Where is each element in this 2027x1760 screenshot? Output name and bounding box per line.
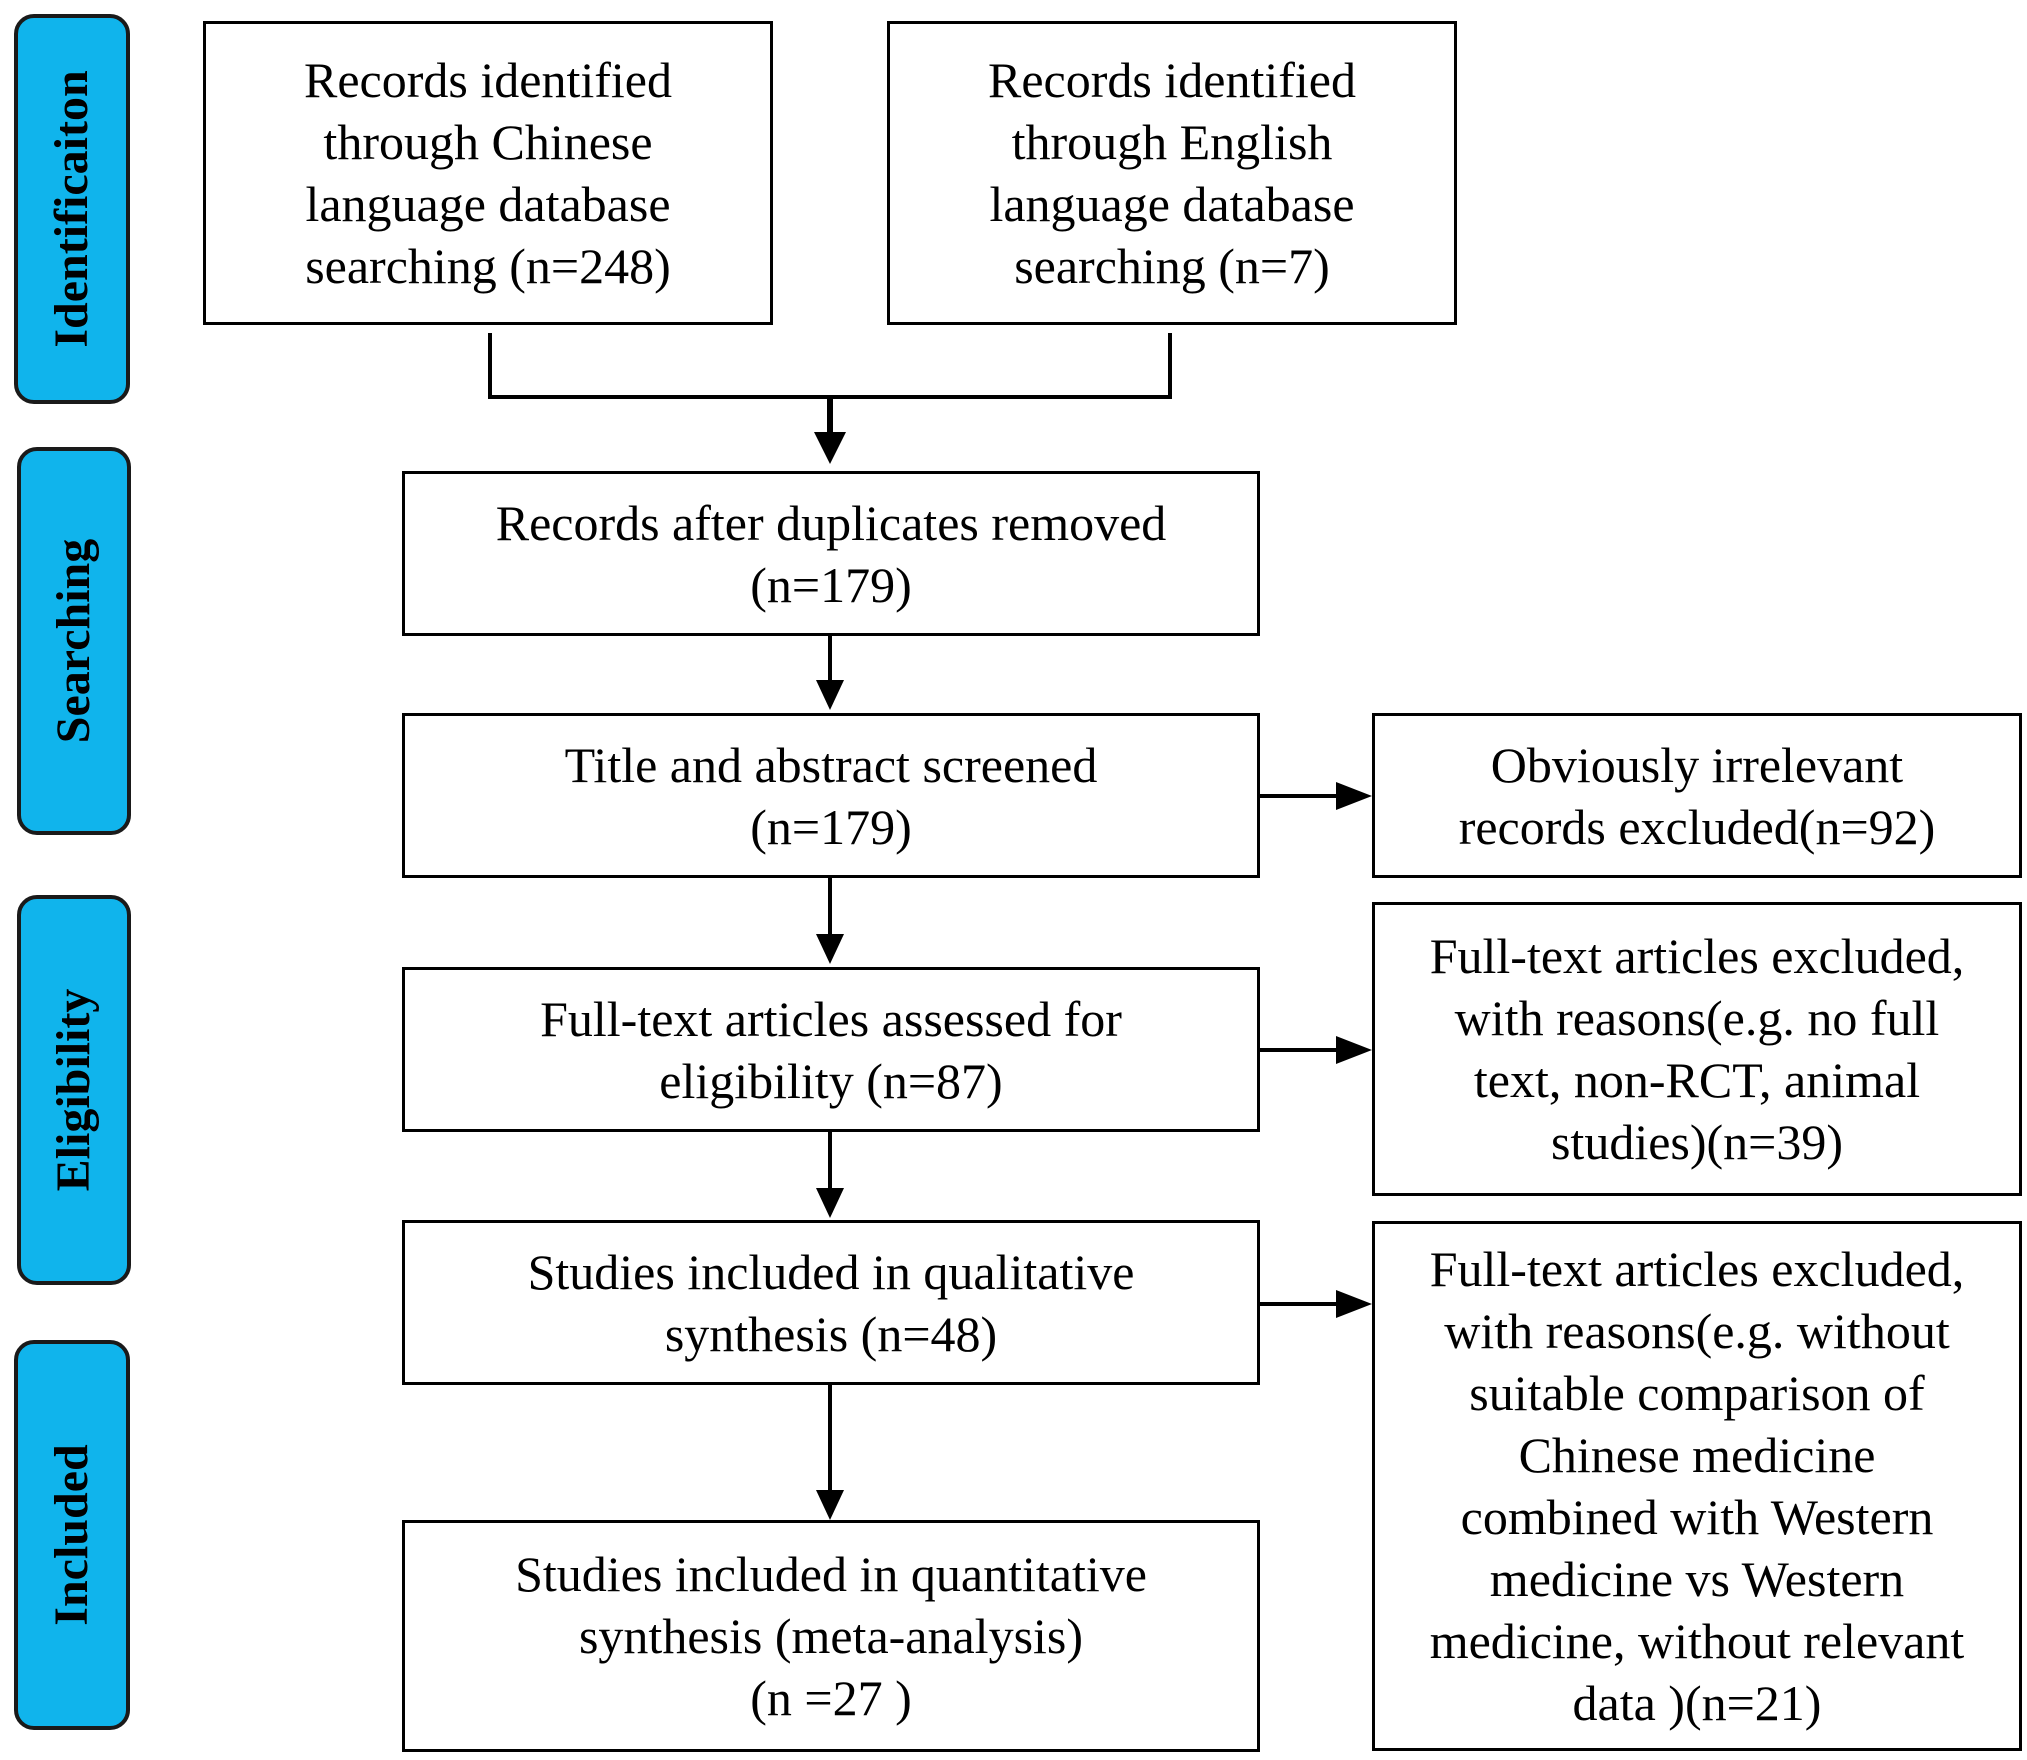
box-title-abstract: Title and abstract screened (n=179) [402, 713, 1260, 878]
arrowhead-fulltext [816, 934, 844, 964]
box-quantitative-text: Studies included in quantitative synthes… [515, 1546, 1147, 1726]
box-fulltext-assessed-text: Full-text articles assessed for eligibil… [540, 990, 1122, 1109]
box-chinese-records: Records identified through Chinese langu… [203, 21, 773, 325]
stage-included: Included [14, 1340, 130, 1730]
box-irrelevant-excluded: Obviously irrelevant records excluded(n=… [1372, 713, 2022, 878]
box-qualitative-text: Studies included in qualitative synthesi… [527, 1243, 1135, 1362]
stage-included-label: Included [45, 1444, 98, 1626]
box-fulltext-assessed: Full-text articles assessed for eligibil… [402, 967, 1260, 1132]
box-irrelevant-excluded-text: Obviously irrelevant records excluded(n=… [1458, 736, 1936, 855]
arrowhead-quantitative [816, 1490, 844, 1520]
stage-eligibility: Eligibility [17, 895, 131, 1285]
merge-line [488, 333, 1172, 399]
box-fulltext-excluded-1: Full-text articles excluded, with reason… [1372, 902, 2022, 1196]
stage-identification: Identificaiton [14, 14, 130, 404]
arrowhead-title [816, 680, 844, 710]
arrowhead-merge [814, 432, 846, 464]
box-chinese-records-text: Records identified through Chinese langu… [304, 52, 672, 294]
box-duplicates-removed-text: Records after duplicates removed (n=179) [495, 494, 1167, 613]
stage-eligibility-label: Eligibility [47, 988, 100, 1192]
box-fulltext-excluded-1-text: Full-text articles excluded, with reason… [1429, 928, 1965, 1170]
box-english-records-text: Records identified through English langu… [988, 52, 1356, 294]
box-duplicates-removed: Records after duplicates removed (n=179) [402, 471, 1260, 636]
stage-identification-label: Identificaiton [45, 70, 98, 348]
arrowhead-excluded-3 [1336, 1290, 1372, 1318]
box-fulltext-excluded-2-text: Full-text articles excluded, with reason… [1429, 1241, 1965, 1731]
box-qualitative: Studies included in qualitative synthesi… [402, 1220, 1260, 1385]
box-english-records: Records identified through English langu… [887, 21, 1457, 325]
arrowhead-excluded-2 [1336, 1036, 1372, 1064]
box-fulltext-excluded-2: Full-text articles excluded, with reason… [1372, 1221, 2022, 1751]
arrowhead-qualitative [816, 1188, 844, 1218]
stage-searching: Searching [17, 447, 131, 835]
arrowhead-excluded-1 [1336, 782, 1372, 810]
box-title-abstract-text: Title and abstract screened (n=179) [564, 736, 1098, 855]
stage-searching-label: Searching [47, 538, 100, 744]
box-quantitative: Studies included in quantitative synthes… [402, 1520, 1260, 1752]
